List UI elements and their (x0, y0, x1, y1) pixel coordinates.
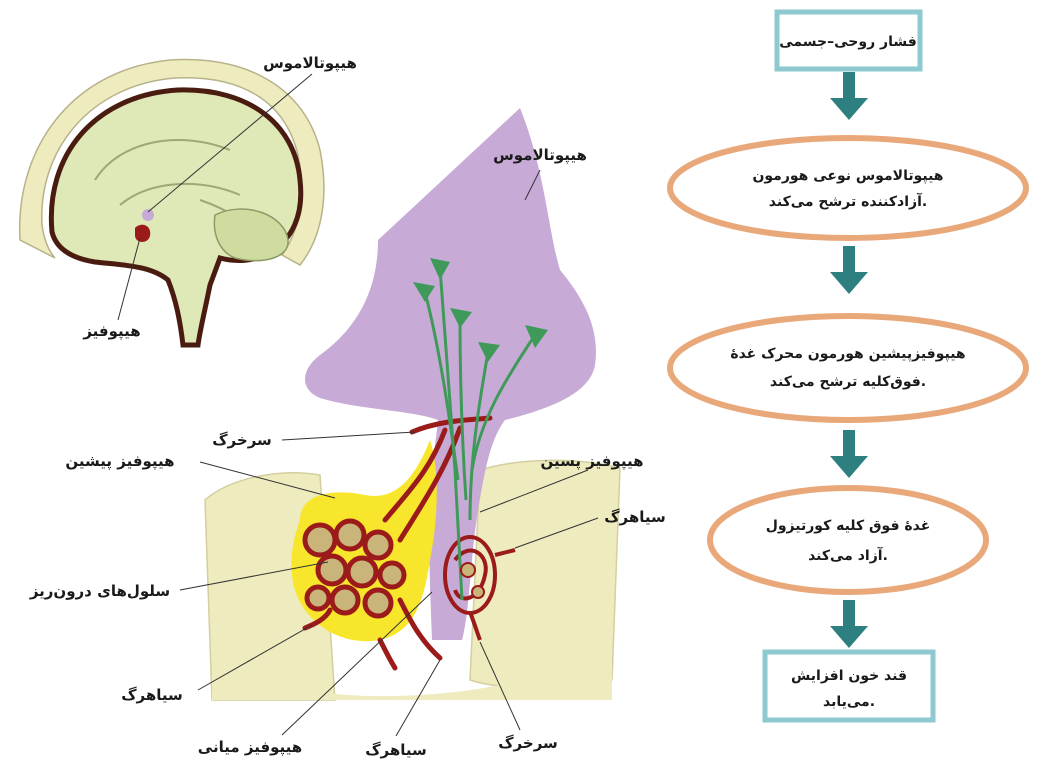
flow-step-2-line-1: هیپوتالاموس نوعی هورمون (752, 168, 943, 184)
flow-step-4-oval (707, 485, 989, 595)
flow-step-2-oval (667, 135, 1029, 241)
stress-flowchart: فشار روحی–جسمی هیپوتالاموس نوعی هورمون آ… (667, 9, 1029, 723)
sella-base (212, 640, 612, 700)
skull-bone (18, 58, 325, 266)
brain-illustration: هیپوتالاموس هیپوفیز (18, 54, 357, 348)
label-artery-bottom: سرخرگ (498, 734, 558, 752)
flow-arrow-3 (830, 430, 868, 478)
posterior-cells (460, 562, 485, 599)
flow-step-5-box (762, 649, 936, 723)
flow-step-2-line-2: آزادکننده ترشح می‌کند. (769, 192, 927, 210)
leader-brain-pituitary (117, 237, 141, 321)
label-vein-bottom: سیاهرگ (365, 741, 427, 759)
pituitary-illustration: هیپوتالاموس سرخرگ هیپوفیز پیشین هیپوفیز … (29, 108, 666, 759)
nerve-cell-bodies (413, 258, 548, 362)
hypothalamus-region (305, 108, 596, 640)
label-vein-right: سیاهرگ (604, 508, 666, 526)
leader-artery-top (281, 431, 416, 441)
leader-posterior (479, 469, 589, 513)
leader-vein-left (197, 624, 313, 691)
endocrine-cell-cluster (302, 518, 407, 619)
leader-vein-bottom (395, 659, 441, 737)
label-brain-pituitary: هیپوفیز (82, 322, 140, 341)
flow-step-1-box (774, 9, 923, 72)
flow-step-5-line-1: قند خون افزایش (791, 668, 907, 684)
cerebellum (213, 208, 289, 262)
label-endocrine-cells: سلول‌های درون‌ریز (29, 582, 170, 600)
flow-step-4-line-2: آزاد می‌کند. (808, 546, 888, 564)
flow-step-1-text: فشار روحی–جسمی (779, 34, 917, 50)
brain-pituitary-spot (135, 224, 151, 242)
label-artery-top: سرخرگ (212, 431, 272, 449)
leader-endocrine (179, 561, 329, 591)
flow-arrow-4 (830, 600, 868, 648)
label-intermediate-pituitary: هیپوفیز میانی (198, 738, 302, 757)
leader-brain-hypothalamus (147, 73, 313, 213)
flow-step-3-oval (667, 313, 1029, 423)
flow-arrow-2 (830, 246, 868, 294)
portal-vessels (302, 415, 493, 671)
nerve-fibers (423, 267, 537, 601)
flow-step-4-line-1: غدهٔ فوق کلیه کورتیزول (766, 518, 931, 534)
label-posterior-pituitary: هیپوفیز پسین (540, 452, 643, 471)
flow-arrow-1 (830, 72, 868, 120)
flow-step-3-line-1: هیپوفیزپیشین هورمون محرک غدهٔ (730, 346, 965, 362)
label-hypothalamus: هیپوتالاموس (493, 146, 587, 165)
leader-intermediate (281, 591, 433, 736)
label-brain-hypothalamus: هیپوتالاموس (263, 54, 357, 73)
brain-hypothalamus-spot (142, 209, 154, 221)
label-anterior-pituitary: هیپوفیز پیشین (65, 452, 174, 471)
leader-anterior (199, 461, 336, 499)
leader-hypothalamus (524, 169, 541, 201)
flow-step-3-line-2: فوق‌کلیه ترشح می‌کند. (770, 374, 926, 390)
leader-vein-right (514, 517, 599, 549)
leader-artery-bottom (479, 641, 521, 731)
label-vein-left: سیاهرگ (121, 686, 183, 704)
flow-step-5-line-2: می‌یابد. (823, 694, 875, 710)
